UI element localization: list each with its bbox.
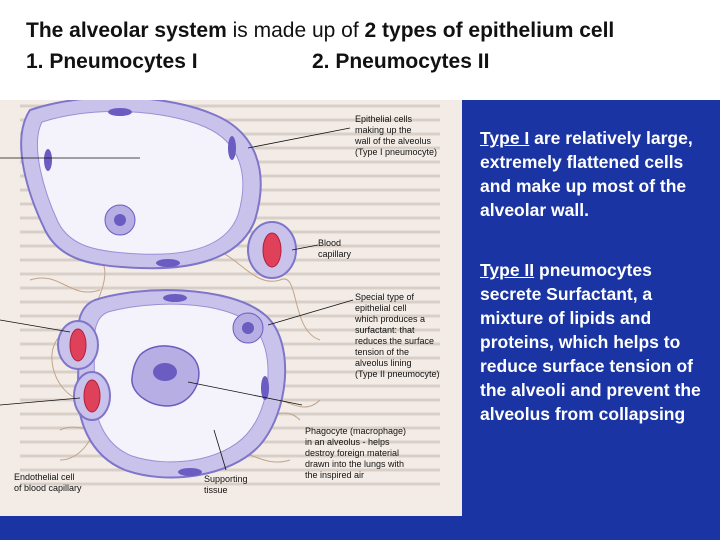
label-epithelial: Epithelial cells making up the wall of t… xyxy=(354,114,437,157)
label-epithelial-line: wall of the alveolus xyxy=(354,136,432,146)
label-type2-line: (Type II pneumocyte) xyxy=(355,369,440,379)
label-type2-line: Special type of xyxy=(355,292,415,302)
alveolus-diagram: Epithelial cells making up the wall of t… xyxy=(0,100,462,516)
label-type2-line: epithelial cell xyxy=(355,303,407,313)
title-item1: 1. Pneumocytes I xyxy=(26,50,198,73)
label-type2: Special type of epithelial cell which pr… xyxy=(354,292,440,379)
title-part1: The alveolar system xyxy=(26,19,227,42)
label-type2-line: alveolus lining xyxy=(355,358,412,368)
type1-term: Type I xyxy=(480,128,530,148)
label-type2-line: surfactant: that xyxy=(355,325,415,335)
label-blood-line: Blood xyxy=(318,238,341,248)
label-phagocyte-line: in an alveolus - helps xyxy=(305,437,390,447)
label-endothelial-line: of blood capillary xyxy=(14,483,82,493)
label-phagocyte-line: the inspired air xyxy=(305,470,364,480)
label-supporting: Supporting tissue xyxy=(204,474,250,495)
label-phagocyte-line: destroy foreign material xyxy=(305,448,399,458)
alveolus-illustration: Epithelial cells making up the wall of t… xyxy=(0,100,440,495)
type1-text: are relatively large, extremely flattene… xyxy=(480,128,693,220)
label-phagocyte-line: drawn into the lungs with xyxy=(305,459,404,469)
label-epithelial-line: (Type I pneumocyte) xyxy=(355,147,437,157)
slide-title: The alveolar system is made up of 2 type… xyxy=(26,16,716,45)
label-epithelial-line: making up the xyxy=(355,125,412,135)
type2-term: Type II xyxy=(480,260,535,280)
label-supporting-line: tissue xyxy=(204,485,228,495)
title-part3: 2 types of epithelium cell xyxy=(364,19,615,42)
label-blood-capillary: Blood capillary xyxy=(318,238,352,259)
label-endothelial: Endothelial cell of blood capillary xyxy=(14,472,82,493)
label-endothelial-line: Endothelial cell xyxy=(14,472,75,482)
title-part2: is made up of xyxy=(226,19,365,42)
label-phagocyte-line: Phagocyte (macrophage) xyxy=(305,426,406,436)
title-item2: 2. Pneumocytes II xyxy=(312,50,490,73)
label-type2-line: tension of the xyxy=(355,347,409,357)
type2-description: Type II pneumocytes secrete Surfactant, … xyxy=(480,258,705,426)
label-type2-line: reduces the surface xyxy=(355,336,434,346)
label-blood-line: capillary xyxy=(318,249,352,259)
type2-text: pneumocytes secrete Surfactant, a mixtur… xyxy=(480,260,701,424)
label-supporting-line: Supporting xyxy=(204,474,248,484)
label-type2-line: which produces a xyxy=(354,314,425,324)
type1-description: Type I are relatively large, extremely f… xyxy=(480,126,705,222)
label-phagocyte: Phagocyte (macrophage) in an alveolus - … xyxy=(305,426,409,480)
label-epithelial-line: Epithelial cells xyxy=(355,114,413,124)
